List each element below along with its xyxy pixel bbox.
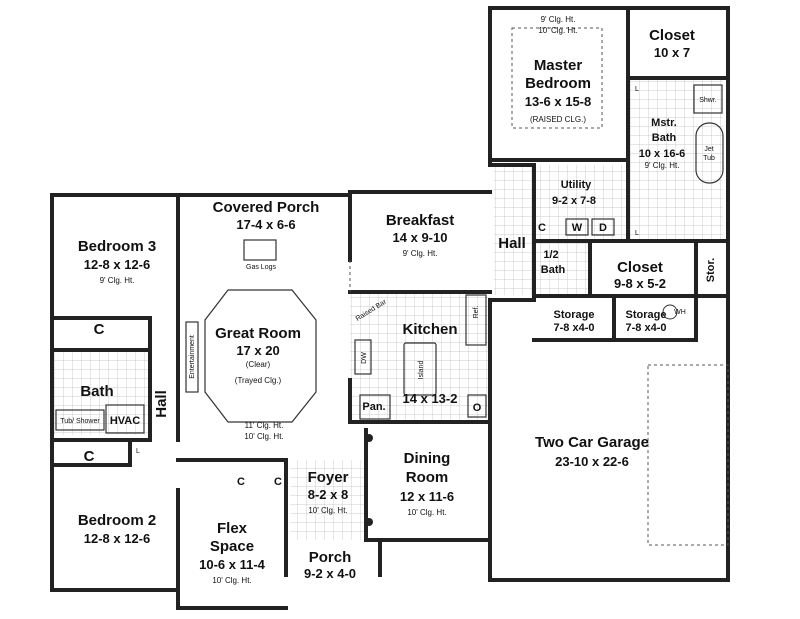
hall-right-name: Hall — [498, 235, 526, 252]
dining-dim: 12 x 11-6 — [400, 489, 454, 504]
foyer-name: Foyer — [308, 469, 349, 486]
porch-dim: 9-2 x 4-0 — [304, 566, 356, 581]
gas-logs-label: Gas Logs — [246, 264, 276, 271]
mstr-bath-dim: 10 x 16-6 — [639, 148, 685, 160]
linen-l-bath-1: L — [635, 86, 639, 93]
master-name-2: Bedroom — [525, 75, 591, 92]
pantry-label: Pan. — [362, 401, 385, 413]
island-label: Island — [418, 361, 425, 380]
utility-dim: 9-2 x 7-8 — [552, 195, 596, 207]
storage1-name: Storage — [554, 309, 595, 321]
linen-l-hall: L — [136, 448, 140, 455]
hvac-label: HVAC — [110, 415, 140, 427]
mstr-bath-name-1: Mstr. — [651, 117, 677, 129]
bath-name: Bath — [80, 383, 113, 400]
fixtures — [55, 27, 729, 546]
tub-shower-label: Tub/ Shower — [60, 418, 100, 425]
dining-name-2: Room — [406, 469, 449, 486]
closet-mid-dim: 9-8 x 5-2 — [614, 276, 666, 291]
flex-name-2: Space — [210, 538, 254, 555]
garage-dim: 23-10 x 22-6 — [555, 454, 629, 469]
closet-c-hall: C — [538, 222, 546, 234]
bedroom3-dim: 12-8 x 12-6 — [84, 257, 151, 272]
ref-label: Ref. — [473, 306, 480, 319]
closet-c-bedroom3: C — [94, 321, 105, 338]
dw-label: DW — [361, 352, 368, 364]
dryer-label: D — [599, 222, 607, 234]
bedroom2-name: Bedroom 2 — [78, 512, 156, 529]
flex-note: 10' Clg. Ht. — [212, 576, 251, 585]
foyer-note: 10' Clg. Ht. — [308, 506, 347, 515]
master-clg-1: 9' Clg. Ht. — [541, 15, 576, 24]
great-room-clg-2: 10' Clg. Ht. — [244, 432, 283, 441]
breakfast-name: Breakfast — [386, 212, 454, 229]
utility-name: Utility — [561, 179, 592, 191]
great-room-note-1: (Clear) — [246, 360, 271, 369]
master-note: (RAISED CLG.) — [530, 115, 586, 124]
storage2-name: Storage — [626, 309, 667, 321]
tub-label-1: Jet — [704, 146, 713, 153]
master-dim: 13-6 x 15-8 — [525, 94, 592, 109]
water-heater-label: WH — [674, 309, 686, 316]
washer-label: W — [572, 222, 583, 234]
master-clg-2: 10' Clg. Ht. — [538, 26, 577, 35]
hall-left-name: Hall — [153, 390, 170, 418]
great-room-name: Great Room — [215, 325, 301, 342]
great-room-clg-1: 11' Clg. Ht. — [245, 421, 284, 430]
mstr-bath-note: 9' Clg. Ht. — [645, 161, 680, 170]
master-name-1: Master — [534, 57, 583, 74]
closet-c-bedroom2: C — [84, 448, 95, 465]
closet-c-foyer: C — [274, 476, 282, 488]
walls — [50, 6, 730, 610]
dining-note: 10' Clg. Ht. — [407, 508, 446, 517]
bedroom3-note: 9' Clg. Ht. — [100, 276, 135, 285]
dining-name-1: Dining — [404, 450, 451, 467]
tub-label-2: Tub — [703, 155, 715, 162]
bedroom3-name: Bedroom 3 — [78, 238, 156, 255]
closet-mid-name: Closet — [617, 259, 663, 276]
covered-porch-dim: 17-4 x 6-6 — [236, 217, 295, 232]
stor-label: Stor. — [705, 258, 717, 282]
closet-top-name: Closet — [649, 27, 695, 44]
kitchen-name: Kitchen — [402, 321, 457, 338]
tiled-floors — [54, 78, 723, 540]
oven-label: O — [473, 402, 482, 414]
storage1-dim: 7-8 x4-0 — [554, 322, 595, 334]
great-room-dim: 17 x 20 — [236, 343, 279, 358]
flex-name-1: Flex — [217, 520, 248, 537]
porch-name: Porch — [309, 549, 352, 566]
room-labels: 9' Clg. Ht. 10' Clg. Ht. Master Bedroom … — [60, 15, 717, 585]
kitchen-dim: 14 x 13-2 — [403, 391, 458, 406]
half-bath-name-1: 1/2 — [543, 249, 558, 261]
closet-c-flex: C — [237, 476, 245, 488]
mstr-bath-name-2: Bath — [652, 132, 677, 144]
great-room-note-2: (Trayed Clg.) — [235, 376, 282, 385]
half-bath-name-2: Bath — [541, 264, 566, 276]
breakfast-note: 9' Clg. Ht. — [403, 249, 438, 258]
breakfast-dim: 14 x 9-10 — [393, 230, 448, 245]
flex-dim: 10-6 x 11-4 — [199, 557, 266, 572]
covered-porch-name: Covered Porch — [213, 199, 320, 216]
foyer-dim: 8-2 x 8 — [308, 487, 348, 502]
garage-name: Two Car Garage — [535, 434, 649, 451]
entertainment-label: Entertainment — [189, 335, 196, 379]
bedroom2-dim: 12-8 x 12-6 — [84, 531, 151, 546]
linen-l-bath-2: L — [635, 230, 639, 237]
closet-top-dim: 10 x 7 — [654, 45, 690, 60]
storage2-dim: 7-8 x4-0 — [626, 322, 667, 334]
shower-label: Shwr. — [699, 97, 717, 104]
